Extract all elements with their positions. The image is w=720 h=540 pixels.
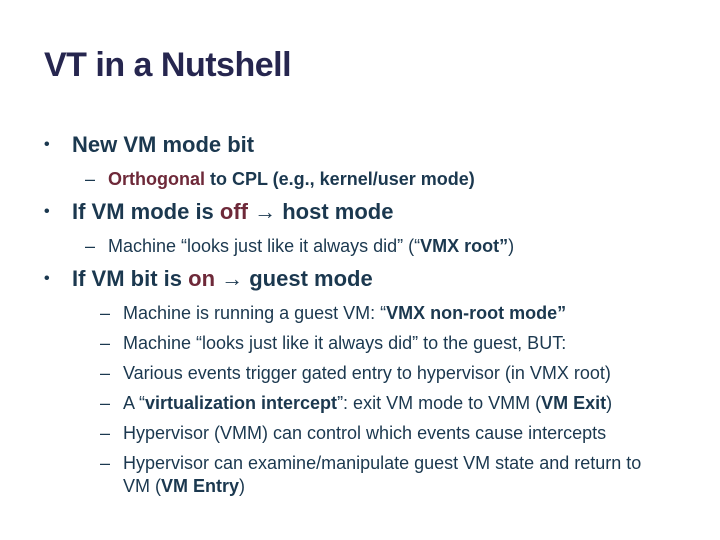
bullet-text: Machine is running a guest VM: “VMX non-… [123, 303, 567, 323]
bullet-item: • If VM mode is off → host mode [0, 198, 700, 226]
bullet-item: • If VM bit is on → guest mode [0, 265, 700, 293]
bullet-text: A “virtualization intercept”: exit VM mo… [123, 393, 613, 413]
sub-bullet-item: –Hypervisor (VMM) can control which even… [0, 422, 700, 445]
bullet-text: If VM mode is off → host mode [72, 199, 394, 224]
bullet-text: If VM bit is on → guest mode [72, 266, 373, 291]
sub-bullet-item: –Machine “looks just like it always did”… [0, 332, 700, 355]
sub-bullet-item: –Orthogonal to CPL (e.g., kernel/user mo… [0, 168, 700, 191]
bullet-item: • New VM mode bit [0, 131, 700, 159]
bullet-list: •New VM mode bit–Orthogonal to CPL (e.g.… [0, 131, 700, 505]
bullet-text: Hypervisor (VMM) can control which event… [123, 423, 607, 443]
bullet-text: Hypervisor can examine/manipulate guest … [123, 453, 642, 496]
sub-bullet-item: –Hypervisor can examine/manipulate guest… [0, 452, 700, 498]
bullet-text: Machine “looks just like it always did” … [108, 236, 515, 256]
dash-marker: – [85, 236, 96, 256]
sub-bullet-item: –Machine is running a guest VM: “VMX non… [0, 302, 700, 325]
slide-title: VT in a Nutshell [44, 46, 292, 84]
bullet-marker: • [44, 203, 50, 220]
dash-marker: – [100, 363, 111, 383]
dash-marker: – [100, 453, 111, 473]
dash-marker: – [100, 393, 111, 413]
bullet-text: Machine “looks just like it always did” … [123, 333, 567, 353]
bullet-text: Orthogonal to CPL (e.g., kernel/user mod… [108, 169, 475, 189]
bullet-text: New VM mode bit [72, 132, 255, 157]
sub-bullet-item: –Machine “looks just like it always did”… [0, 235, 700, 258]
dash-marker: – [100, 333, 111, 353]
dash-marker: – [100, 423, 111, 443]
dash-marker: – [85, 169, 96, 189]
bullet-marker: • [44, 270, 50, 287]
sub-bullet-item: –Various events trigger gated entry to h… [0, 362, 700, 385]
dash-marker: – [100, 303, 111, 323]
bullet-text: Various events trigger gated entry to hy… [123, 363, 611, 383]
bullet-marker: • [44, 136, 50, 153]
sub-bullet-item: –A “virtualization intercept”: exit VM m… [0, 392, 700, 415]
